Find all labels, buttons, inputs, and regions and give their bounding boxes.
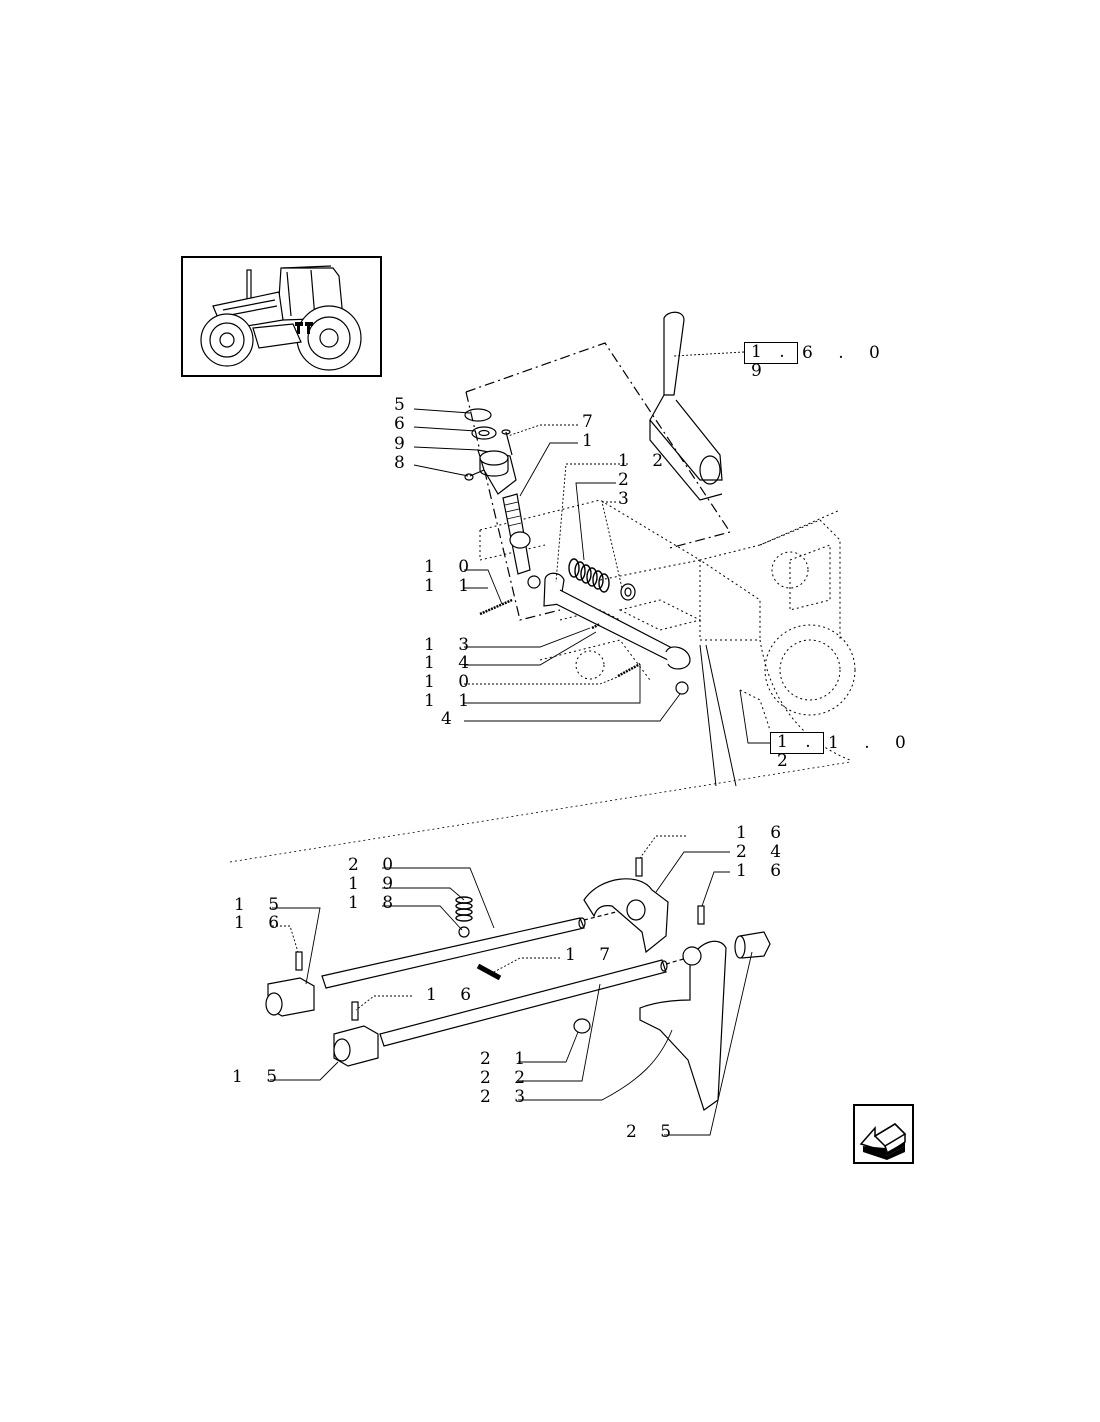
- return-arrow-icon: [859, 1123, 907, 1160]
- callout-1: 1: [582, 431, 602, 451]
- tractor-thumbnail: [181, 256, 382, 377]
- tractor-overview-icon: [200, 265, 362, 371]
- callout-16-d: 1 6: [426, 985, 481, 1005]
- callout-13: 1 3: [424, 635, 479, 655]
- rocker-shaft: [543, 558, 691, 695]
- callout-4: 4: [441, 709, 461, 729]
- callout-15-a: 1 5: [234, 895, 289, 915]
- roll-pins-upper: [479, 598, 641, 678]
- callout-15-b: 1 5: [232, 1067, 287, 1087]
- callout-8: 8: [394, 453, 414, 473]
- pivot-assembly: [464, 408, 541, 589]
- callout-10-upper: 1 0: [424, 557, 479, 577]
- callout-5: 5: [394, 395, 414, 415]
- return-navigation-button[interactable]: [853, 1104, 914, 1164]
- callout-24: 2 4: [736, 842, 791, 862]
- reference-suffix-upper: 6 . 0: [802, 343, 890, 363]
- callout-9: 9: [394, 434, 414, 454]
- callout-22: 2 2: [480, 1068, 535, 1088]
- gear-lever: [649, 311, 723, 501]
- leader-lines: [270, 351, 770, 1136]
- callout-21: 2 1: [480, 1049, 535, 1069]
- callout-11-lower: 1 1: [424, 691, 479, 711]
- callout-17: 1 7: [565, 945, 620, 965]
- callout-16-a: 1 6: [736, 823, 791, 843]
- callout-2: 2: [618, 470, 638, 490]
- reference-box-lower[interactable]: 1 . 2: [770, 732, 824, 771]
- callout-23: 2 3: [480, 1087, 535, 1107]
- callout-20: 2 0: [348, 855, 403, 875]
- callout-6: 6: [394, 414, 414, 434]
- reference-box-upper[interactable]: 1 . 9: [744, 342, 798, 381]
- boundary-line: [465, 342, 731, 549]
- callout-11-upper: 1 1: [424, 576, 479, 596]
- callout-7: 7: [582, 412, 602, 432]
- callout-18: 1 8: [348, 893, 403, 913]
- selector-rods: [265, 857, 771, 1111]
- reference-suffix-lower: 1 . 0: [828, 733, 916, 753]
- callout-19: 1 9: [348, 874, 403, 894]
- callout-16-c: 1 6: [234, 913, 289, 933]
- callout-14: 1 4: [424, 653, 479, 673]
- callout-12: 1 2: [618, 451, 673, 471]
- callout-16-b: 1 6: [736, 861, 791, 881]
- callout-3: 3: [618, 489, 638, 509]
- callout-25: 2 5: [626, 1122, 681, 1142]
- callout-10-lower: 1 0: [424, 672, 479, 692]
